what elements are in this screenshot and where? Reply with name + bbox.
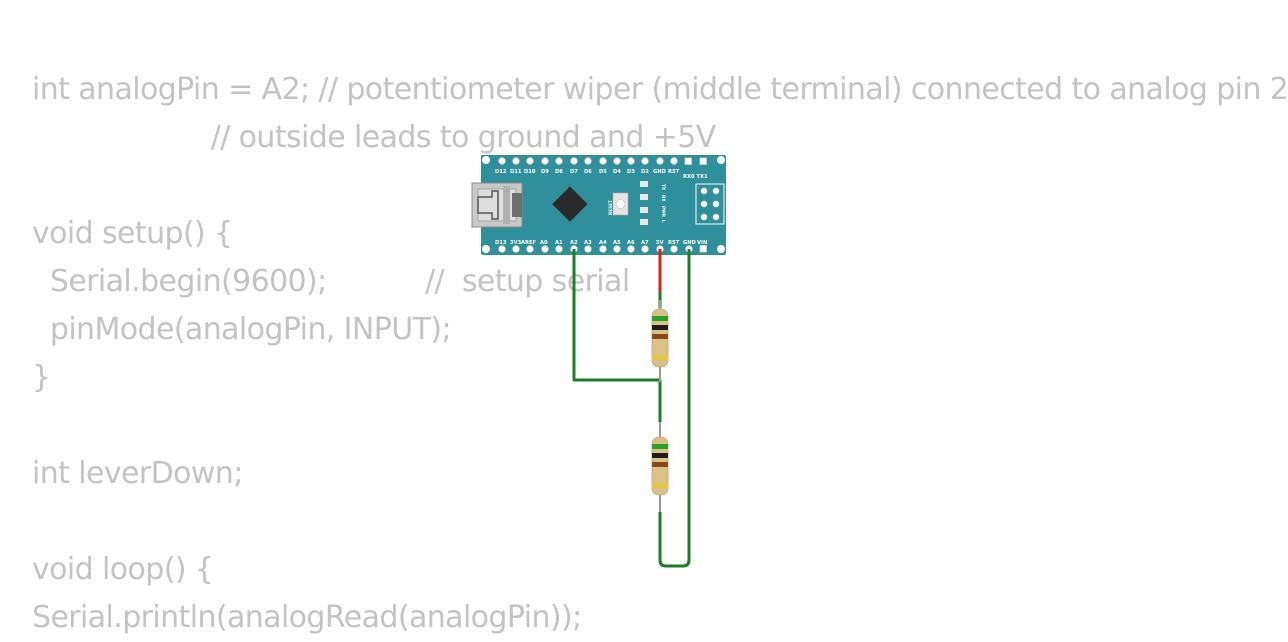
led-label-rx: RX	[661, 195, 666, 202]
pin-label: D12	[495, 169, 507, 175]
pin-label: A0	[540, 240, 548, 246]
led-label-l: L	[661, 220, 666, 223]
pin-label: A2	[570, 240, 578, 246]
pin-label: D13	[495, 240, 507, 246]
pin-label: D10	[524, 169, 536, 175]
code-line: Serial.println(analogRead(analogPin));	[32, 600, 582, 635]
top-pin-header	[498, 157, 707, 165]
pin-label: D3	[627, 169, 635, 175]
code-line: int analogPin = A2; // potentiometer wip…	[32, 72, 1288, 107]
resistor-top[interactable]	[651, 300, 669, 382]
pin-label: D5	[599, 169, 607, 175]
mounting-hole	[482, 156, 490, 164]
pin-label: AREF	[521, 240, 537, 246]
resistor-bottom[interactable]	[651, 422, 669, 512]
pin-label: D2	[641, 169, 649, 175]
code-line: void setup() {	[32, 216, 233, 251]
rx-tx-label: RX0 TX1	[683, 174, 708, 180]
usb-connector	[471, 182, 523, 228]
code-line: pinMode(analogPin, INPUT);	[32, 312, 452, 347]
code-line: int leverDown;	[32, 456, 243, 491]
pin-label: GND	[653, 169, 667, 175]
arduino-nano-board[interactable]: RESET TX RX PWR L	[471, 155, 726, 255]
top-pin-labels: D12 D11 D10 D9 D8 D7 D6 D5 D4 D3 D2 GND …	[495, 169, 708, 180]
pin-label: D7	[570, 169, 578, 175]
pin-label: 3V3	[510, 240, 522, 246]
pin-label: A1	[555, 240, 563, 246]
bottom-pin-header	[498, 245, 707, 253]
wire-gnd[interactable]	[658, 249, 691, 568]
board-pcb	[481, 155, 726, 255]
pin-label: D6	[584, 169, 592, 175]
led-label-tx: TX	[661, 184, 666, 191]
pin-label: A5	[613, 240, 621, 246]
pin-label: A3	[584, 240, 592, 246]
pin-label: GND	[683, 240, 697, 246]
reset-button[interactable]	[612, 192, 629, 216]
mounting-hole	[717, 245, 725, 253]
code-line: Serial.begin(9600); // setup serial	[32, 264, 630, 299]
mounting-hole	[482, 245, 490, 253]
mounting-hole	[717, 156, 725, 164]
pin-label: D8	[555, 169, 563, 175]
code-editor-background: int analogPin = A2; // potentiometer wip…	[32, 66, 1288, 642]
code-line: // outside leads to ground and +5V	[32, 120, 717, 155]
pin-label: A7	[641, 240, 649, 246]
pin-label: A6	[627, 240, 635, 246]
circuit-canvas: RESET TX RX PWR L	[471, 155, 726, 568]
microcontroller-chip	[552, 186, 588, 222]
reset-label: RESET	[608, 200, 613, 215]
pin-label: RST	[668, 169, 680, 175]
pin-label: A4	[599, 240, 607, 246]
wire-a2-to-divider[interactable]	[572, 249, 660, 382]
pin-label: VIN	[697, 240, 707, 246]
pin-label: 5V	[656, 240, 664, 246]
bottom-pin-labels: D13 3V3 AREF A0 A1 A2 A3 A4 A5 A6 A7 5V …	[495, 240, 707, 246]
icsp-header	[695, 183, 725, 225]
pin-label: D9	[541, 169, 549, 175]
code-line: }	[32, 360, 51, 395]
led-label-pwr: PWR	[661, 206, 666, 218]
pin-label: D4	[613, 169, 621, 175]
status-leds	[640, 181, 648, 225]
pin-label: D11	[510, 169, 522, 175]
code-line: void loop() {	[32, 552, 214, 587]
pin-label: RST	[668, 240, 680, 246]
